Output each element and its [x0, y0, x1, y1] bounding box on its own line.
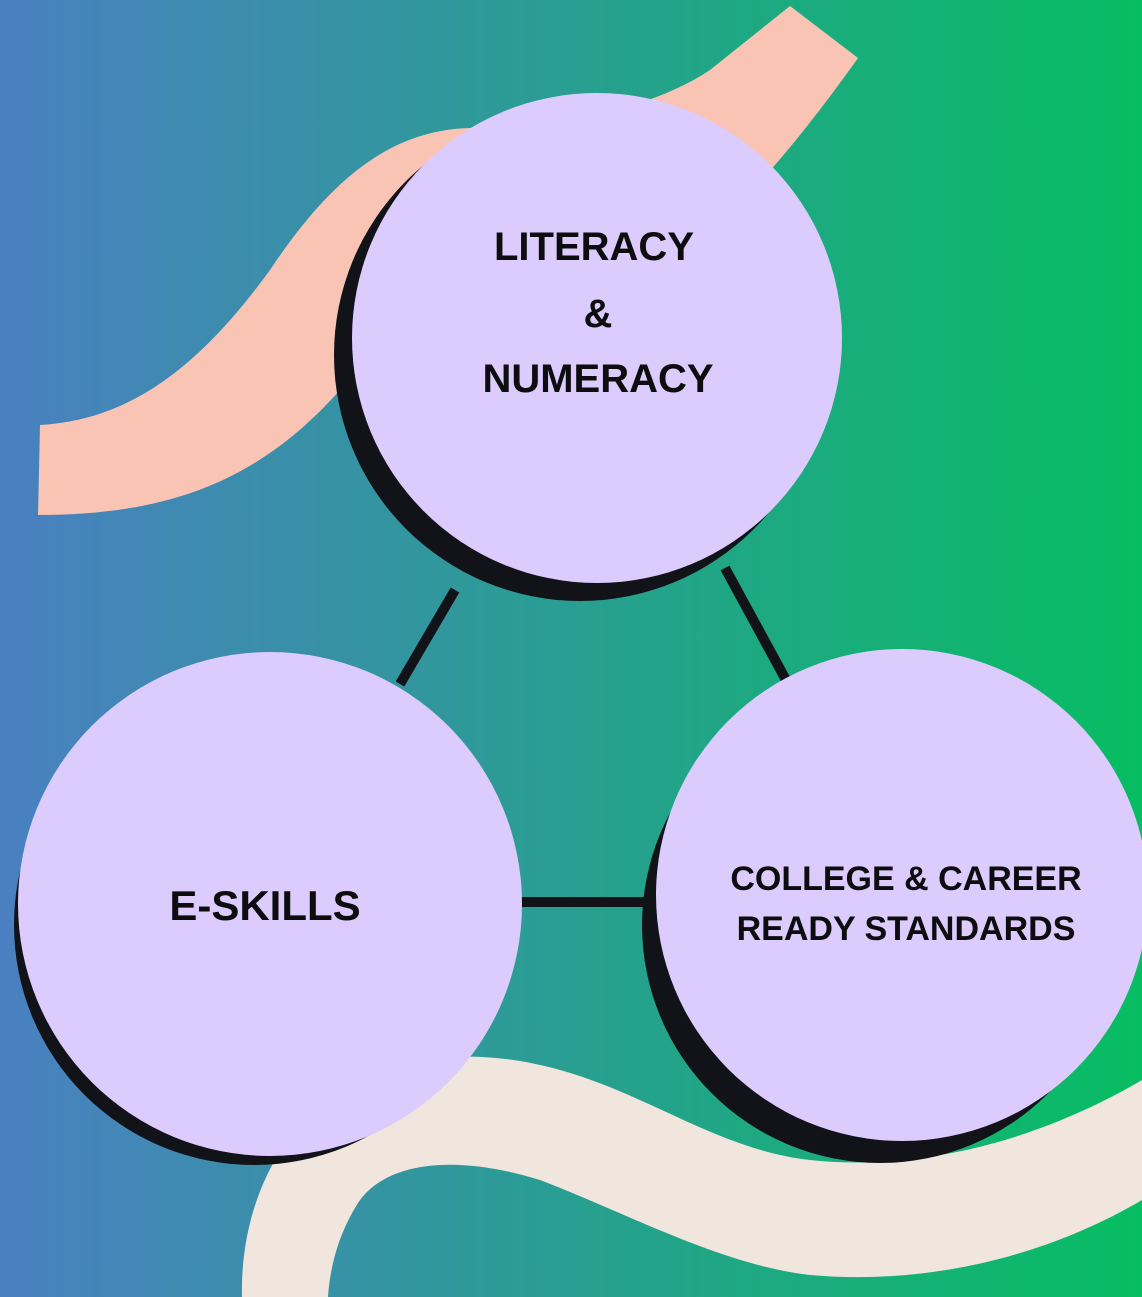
node-label-line: E-SKILLS	[169, 882, 360, 929]
node-college-career: COLLEGE & CAREER READY STANDARDS	[642, 649, 1142, 1163]
node-circle	[656, 649, 1142, 1141]
node-circle	[352, 93, 842, 583]
node-e-skills: E-SKILLS	[14, 652, 522, 1165]
connector-top-left	[395, 587, 460, 687]
node-label-line: LITERACY	[494, 225, 694, 269]
ribbon-bottom-decoration	[241, 1056, 1142, 1297]
node-circle	[18, 652, 522, 1156]
node-label-line: NUMERACY	[482, 357, 713, 401]
node-label-line: &	[584, 292, 613, 336]
node-label-line: COLLEGE & CAREER	[730, 860, 1081, 898]
node-literacy-numeracy: LITERACY & NUMERACY	[334, 93, 842, 601]
node-label-line: READY STANDARDS	[737, 910, 1076, 948]
connector-top-right	[720, 565, 791, 683]
connectors	[395, 565, 791, 907]
